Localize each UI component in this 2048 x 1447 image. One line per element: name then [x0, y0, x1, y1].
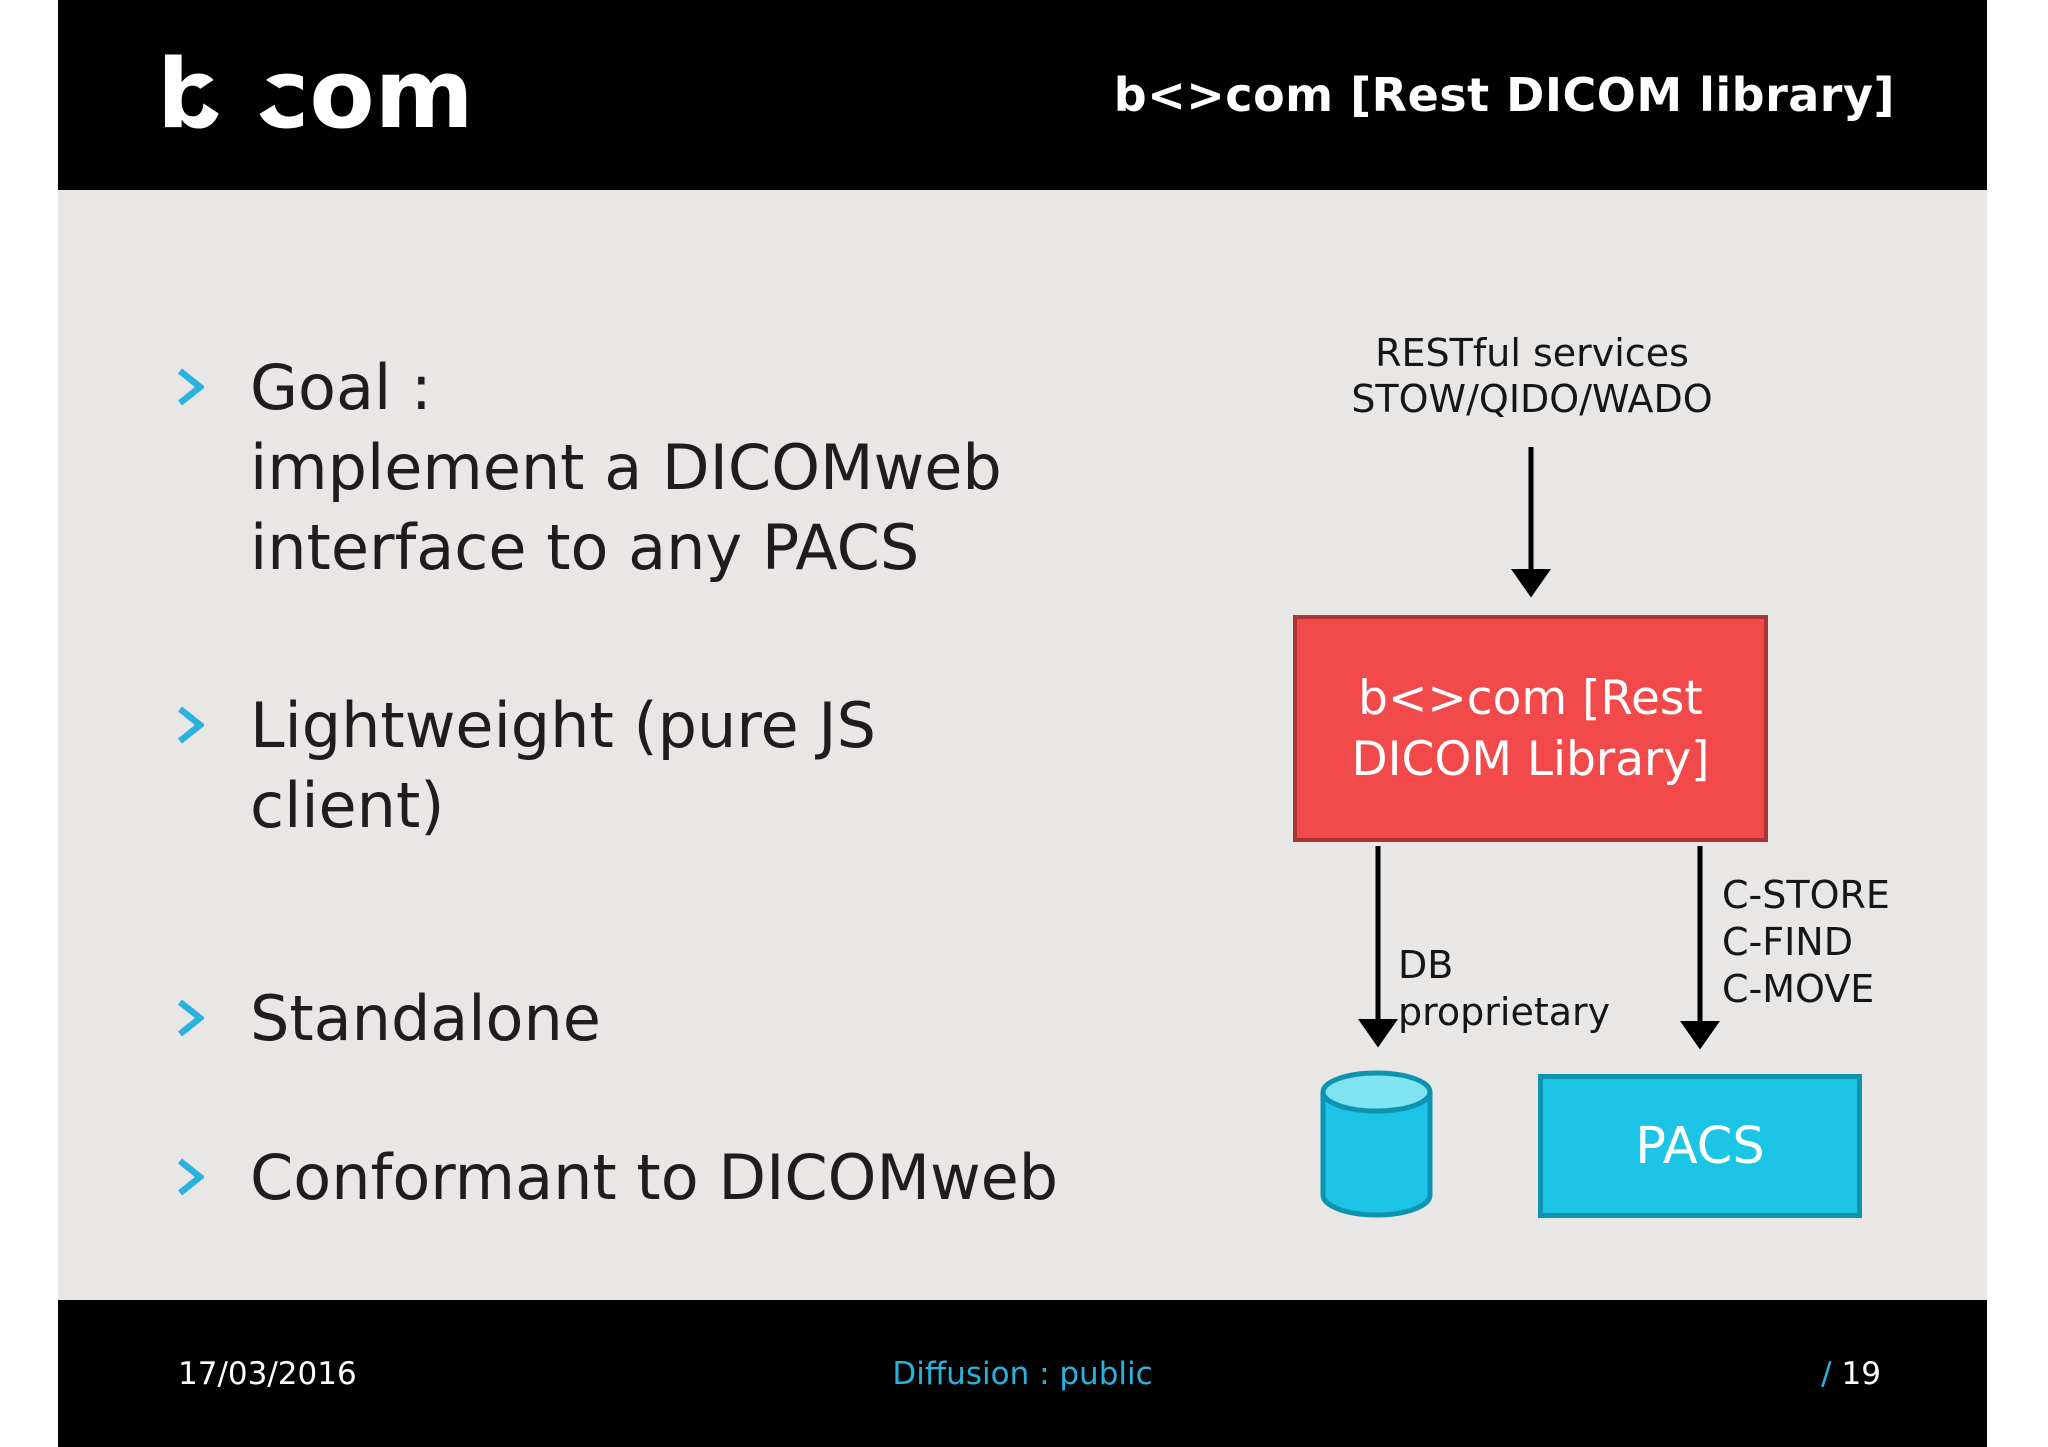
bullet-conformant: Conformant to DICOMweb — [250, 1138, 1058, 1218]
bullet-chevron-icon — [177, 368, 204, 406]
bullet-line: Standalone — [250, 982, 601, 1055]
page-num: 19 — [1841, 1356, 1881, 1392]
bullet-line: client) — [250, 769, 445, 842]
bullet-chevron-icon — [177, 706, 204, 744]
bullet-line: Goal : — [250, 351, 432, 424]
label-line: C-FIND — [1722, 920, 1853, 964]
label-line: proprietary — [1398, 990, 1611, 1034]
bullet-line: implement a DICOMweb — [250, 431, 1002, 504]
bullet-line: Lightweight (pure JS — [250, 689, 876, 762]
bullet-standalone: Standalone — [250, 979, 601, 1059]
restful-services-label: RESTful services STOW/QIDO/WADO — [1332, 330, 1732, 422]
label-line: DB — [1398, 943, 1454, 987]
db-proprietary-label: DB proprietary — [1398, 942, 1610, 1036]
bullet-chevron-icon — [177, 1158, 204, 1196]
page-slash: / — [1821, 1356, 1832, 1392]
footer-page-number: /19 — [1821, 1356, 1881, 1392]
pacs-box: PACS — [1538, 1074, 1862, 1218]
logo-b-glyph: b — [157, 39, 226, 150]
dimse-services-label: C-STORE C-FIND C-MOVE — [1722, 872, 1890, 1013]
box-label-line: b<>com [Rest — [1358, 670, 1703, 726]
logo-com-glyph: com — [253, 39, 474, 150]
footer-bar: 17/03/2016 Diffusion : public /19 — [58, 1300, 1987, 1447]
slide-title: b<>com [Rest DICOM library] — [1113, 68, 1895, 122]
header-bar: b com b<>com [Rest DICOM library] — [58, 0, 1987, 190]
footer-date: 17/03/2016 — [178, 1356, 357, 1392]
bcom-logo: b com — [157, 48, 474, 143]
label-line: RESTful services — [1375, 331, 1689, 375]
rest-dicom-library-box: b<>com [Rest DICOM Library] — [1293, 615, 1768, 842]
bullet-line: interface to any PACS — [250, 511, 920, 584]
label-line: C-STORE — [1722, 873, 1890, 917]
footer-diffusion: Diffusion : public — [892, 1356, 1153, 1392]
bullet-chevron-icon — [177, 999, 204, 1037]
label-line: C-MOVE — [1722, 967, 1875, 1011]
box-label-line: DICOM Library] — [1351, 731, 1710, 787]
pacs-label: PACS — [1635, 1116, 1765, 1176]
label-line: STOW/QIDO/WADO — [1351, 377, 1713, 421]
bullet-line: Conformant to DICOMweb — [250, 1141, 1059, 1214]
